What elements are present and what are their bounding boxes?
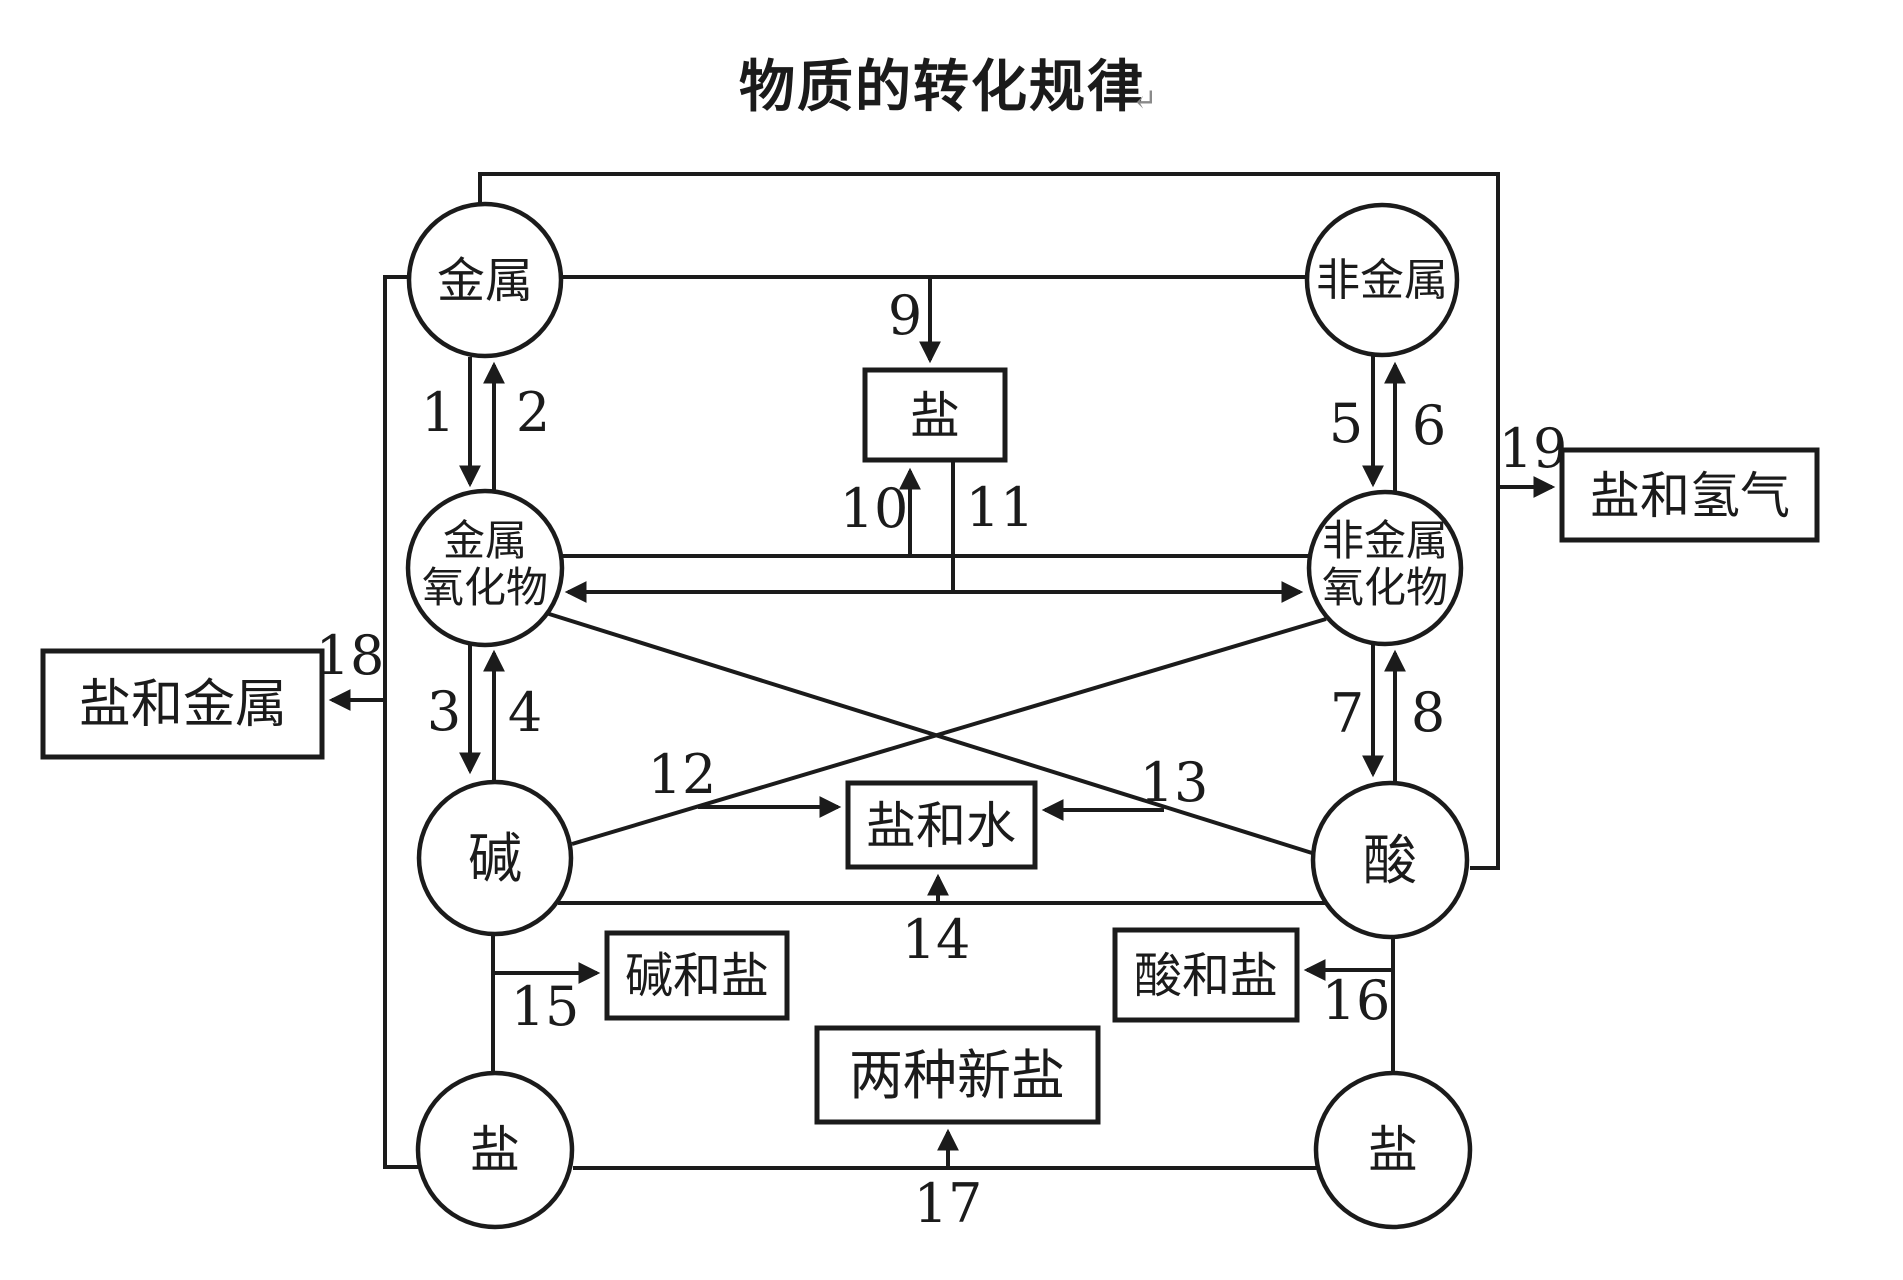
reaction-number-4: 4 xyxy=(508,681,542,744)
box-two-new-salts-shape xyxy=(814,1025,1101,1125)
box-base-and-salt-label: 碱和盐 xyxy=(625,948,769,1004)
reaction-number-16: 16 xyxy=(1322,969,1391,1032)
box-acid-and-salt: 酸和盐 xyxy=(1112,927,1300,1023)
box-acid-and-salt-label: 酸和盐 xyxy=(1134,948,1278,1004)
box-salt-and-water-label: 盐和水 xyxy=(866,797,1016,855)
node-nonmetal-oxide-shape xyxy=(1306,489,1464,647)
reaction-number-9: 9 xyxy=(888,284,922,347)
node-nonmetal: 非金属 xyxy=(1304,202,1460,358)
box-salt-shape xyxy=(862,367,1008,463)
box-base-and-salt: 碱和盐 xyxy=(604,930,790,1021)
box-salt-and-metal-shape xyxy=(40,648,325,760)
node-salt-bottom-left-shape xyxy=(415,1070,575,1230)
node-salt-bottom-left-label: 盐 xyxy=(470,1121,520,1179)
line-metal-to-salt-outer xyxy=(383,275,421,1169)
node-base-shape xyxy=(416,779,574,937)
line-base-nonmetal-oxide-diagonal xyxy=(571,617,1327,846)
connector-lines xyxy=(383,172,1500,1170)
node-nonmetal-label: 非金属 xyxy=(1316,255,1448,306)
node-nonmetal-oxide: 非金属 氧化物 xyxy=(1306,489,1464,647)
reaction-arrows xyxy=(328,278,1556,1168)
node-metal-oxide-label-line2: 氧化物 xyxy=(422,563,548,612)
box-salt-and-hydrogen: 盐和氢气 xyxy=(1559,447,1820,543)
node-metal-label: 金属 xyxy=(437,253,533,309)
node-nonmetal-shape xyxy=(1304,202,1460,358)
node-metal-oxide: 金属 氧化物 xyxy=(405,488,565,648)
box-salt-and-metal-label: 盐和金属 xyxy=(79,675,287,735)
reaction-number-13: 13 xyxy=(1140,751,1209,814)
node-metal-oxide-label-line1: 金属 xyxy=(443,516,527,565)
reaction-number-5: 5 xyxy=(1329,392,1363,455)
reaction-number-11: 11 xyxy=(966,476,1035,539)
node-salt-bottom-right-label: 盐 xyxy=(1368,1121,1418,1179)
node-acid: 酸 xyxy=(1310,780,1470,940)
node-salt-bottom-left: 盐 xyxy=(415,1070,575,1230)
node-acid-shape xyxy=(1310,780,1470,940)
reaction-number-19: 19 xyxy=(1499,417,1568,480)
node-metal-shape xyxy=(406,201,564,359)
reaction-number-3: 3 xyxy=(427,680,461,743)
box-two-new-salts-label: 两种新盐 xyxy=(849,1044,1065,1107)
box-salt-and-hydrogen-shape xyxy=(1559,447,1820,543)
box-two-new-salts: 两种新盐 xyxy=(814,1025,1101,1125)
reaction-number-1: 1 xyxy=(421,381,455,444)
box-salt-and-water: 盐和水 xyxy=(845,780,1038,870)
node-base-label: 碱 xyxy=(468,827,522,890)
reaction-number-7: 7 xyxy=(1330,682,1364,745)
reaction-number-6: 6 xyxy=(1412,394,1446,457)
node-acid-label: 酸 xyxy=(1363,829,1417,892)
reaction-number-10: 10 xyxy=(840,477,909,540)
box-salt: 盐 xyxy=(862,367,1008,463)
node-salt-bottom-right-shape xyxy=(1313,1070,1473,1230)
line-metal-to-acid-outer xyxy=(478,172,1500,870)
node-nonmetal-oxide-label-line1: 非金属 xyxy=(1322,516,1448,565)
reaction-number-15: 15 xyxy=(511,975,580,1038)
reaction-number-18: 18 xyxy=(316,624,385,687)
node-metal: 金属 xyxy=(406,201,564,359)
node-salt-bottom-right: 盐 xyxy=(1313,1070,1473,1230)
node-base: 碱 xyxy=(416,779,574,937)
box-base-and-salt-shape xyxy=(604,930,790,1021)
reaction-number-8: 8 xyxy=(1411,681,1445,744)
reaction-number-14: 14 xyxy=(902,908,971,971)
reaction-number-labels: 1 2 3 4 5 6 7 8 9 10 11 12 13 14 15 16 1… xyxy=(316,284,1568,1235)
reaction-number-12: 12 xyxy=(648,743,717,806)
node-nonmetal-oxide-label-line2: 氧化物 xyxy=(1322,563,1448,612)
box-salt-and-metal: 盐和金属 xyxy=(40,648,325,760)
box-acid-and-salt-shape xyxy=(1112,927,1300,1023)
reaction-number-17: 17 xyxy=(914,1172,983,1235)
box-salt-and-hydrogen-label: 盐和氢气 xyxy=(1590,467,1790,525)
node-metal-oxide-shape xyxy=(405,488,565,648)
box-salt-label: 盐 xyxy=(910,387,960,445)
paragraph-return-mark: ↵ xyxy=(1132,83,1157,118)
diagram-title: 物质的转化规律 xyxy=(739,54,1145,120)
reaction-number-2: 2 xyxy=(516,381,550,444)
box-salt-and-water-shape xyxy=(845,780,1038,870)
line-metal-oxide-acid-diagonal xyxy=(545,611,1313,855)
